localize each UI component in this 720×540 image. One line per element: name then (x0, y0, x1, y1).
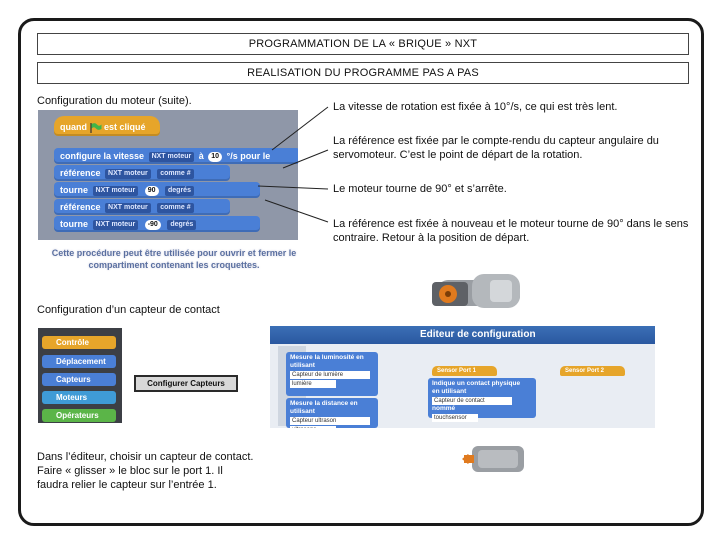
touch-sensor-line2: en utilisant (432, 388, 467, 395)
motor-select[interactable]: NXT moteur (105, 202, 151, 213)
ultrasonic-sensor-block[interactable]: Mesure la distance en utilisant Capteur … (286, 398, 378, 428)
touch-sensor-image (462, 446, 524, 472)
ultrasonic-sensor-name[interactable]: ultrasons (290, 426, 336, 428)
touch-sensor-line1: Indique un contact physique (432, 380, 521, 387)
reference-label-1: référence (60, 168, 101, 178)
light-sensor-name[interactable]: lumière (290, 380, 336, 388)
light-sensor-block[interactable]: Mesure la luminosité en utilisant Capteu… (286, 352, 378, 396)
turn-value-1[interactable]: 90 (144, 185, 159, 196)
motor-select[interactable]: NXT moteur (105, 168, 151, 179)
hat-label: quand (60, 122, 87, 132)
set-speed-label: configure la vitesse (60, 151, 145, 161)
reference-tail-2: comme # (157, 202, 194, 213)
touch-sensor-tail: nommé (432, 405, 456, 412)
editor-title: Editeur de configuration (270, 326, 655, 344)
explanation-return: La référence est fixée à nouveau et le m… (333, 218, 689, 244)
category-sensors[interactable]: Capteurs (42, 373, 116, 386)
pointer-line (282, 149, 329, 169)
hat-suffix: est cliqué (104, 122, 146, 132)
pointer-line (257, 185, 329, 190)
green-flag-icon (89, 122, 102, 133)
touch-sensor-name[interactable]: touchsensor (432, 414, 478, 422)
sensor-port-1[interactable]: Sensor Port 1 (432, 366, 497, 376)
reference-label-2: référence (60, 202, 101, 212)
touch-sensor-select[interactable]: Capteur de contact (432, 397, 512, 405)
procedure-caption: Cette procédure peut être utilisée pour … (51, 248, 297, 270)
category-motors[interactable]: Moteurs (42, 391, 116, 404)
ultrasonic-sensor-select[interactable]: Capteur ultrason (290, 417, 370, 425)
turn-label-2: tourne (60, 219, 88, 229)
reference-block-2[interactable]: référence NXT moteur comme # (54, 199, 230, 215)
category-control[interactable]: Contrôle (42, 336, 116, 349)
set-speed-block[interactable]: configure la vitesse NXT moteur à 10 °/s… (54, 148, 298, 164)
set-speed-at: à (198, 151, 204, 161)
motor-select[interactable]: NXT moteur (92, 185, 139, 196)
configure-sensors-button[interactable]: Configurer Capteurs (134, 375, 238, 392)
page-title: PROGRAMMATION DE LA « BRIQUE » NXT (37, 33, 689, 55)
pointer-line (271, 106, 329, 151)
turn-label-1: tourne (60, 185, 88, 195)
configuration-editor: Editeur de configuration Sensor Port 1 S… (270, 326, 655, 428)
turn-block-2[interactable]: tourne NXT moteur -90 degrés (54, 216, 260, 232)
category-palette: Contrôle Déplacement Capteurs Moteurs Op… (38, 328, 122, 423)
ultrasonic-sensor-line1: Mesure la distance en (290, 400, 358, 407)
sensor-port-2[interactable]: Sensor Port 2 (560, 366, 625, 376)
touch-sensor-block[interactable]: Indique un contact physique en utilisant… (428, 378, 536, 422)
contact-instructions: Dans l’éditeur, choisir un capteur de co… (37, 451, 254, 491)
turn-block-1[interactable]: tourne NXT moteur 90 degrés (54, 182, 260, 198)
turn-value-2[interactable]: -90 (144, 219, 161, 230)
turn-tail-1: degrés (165, 185, 194, 196)
contact-heading: Configuration d’un capteur de contact (37, 304, 220, 316)
turn-tail-2: degrés (167, 219, 197, 230)
light-sensor-select[interactable]: Capteur de lumière (290, 371, 370, 379)
explanation-turn: Le moteur tourne de 90° et s’arrête. (333, 183, 507, 195)
set-speed-tail: °/s pour le (226, 151, 271, 161)
nxt-motor-image (432, 274, 520, 308)
page-subtitle: REALISATION DU PROGRAMME PAS A PAS (37, 62, 689, 84)
hat-block[interactable]: quand est cliqué (54, 116, 160, 136)
explanation-speed: La vitesse de rotation est fixée à 10°/s… (333, 101, 618, 113)
explanation-reference: La référence est fixée par le compte-ren… (333, 135, 659, 161)
page-frame (18, 18, 704, 526)
ultrasonic-sensor-line2: utilisant (290, 408, 315, 415)
motor-heading: Configuration du moteur (suite). (37, 95, 192, 107)
reference-block-1[interactable]: référence NXT moteur comme # (54, 165, 230, 181)
light-sensor-line1: Mesure la luminosité en (290, 354, 364, 361)
motor-select[interactable]: NXT moteur (148, 151, 195, 162)
reference-tail-1: comme # (157, 168, 194, 179)
motor-program: quand est cliqué configure la vitesse NX… (38, 110, 298, 240)
motor-select[interactable]: NXT moteur (92, 219, 139, 230)
pointer-line (264, 199, 329, 223)
category-operators[interactable]: Opérateurs (42, 409, 116, 422)
category-motion[interactable]: Déplacement (42, 355, 116, 368)
speed-value[interactable]: 10 (208, 151, 223, 162)
light-sensor-line2: utilisant (290, 362, 315, 369)
